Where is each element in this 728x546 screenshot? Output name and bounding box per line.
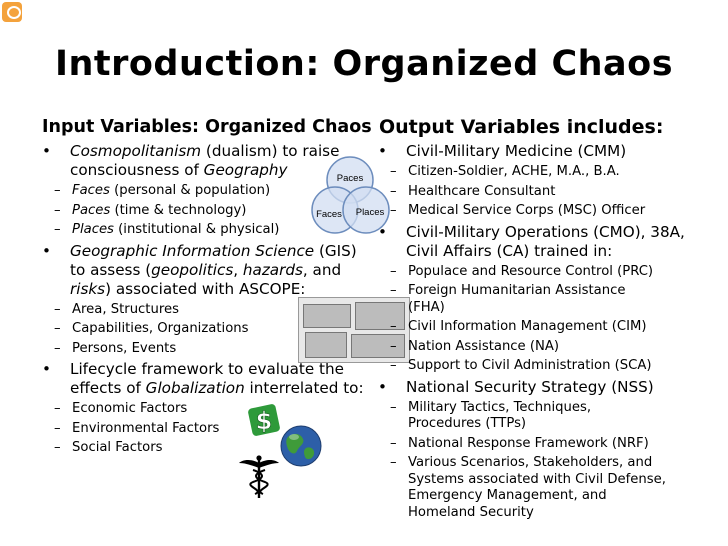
- nss-subs: Military Tactics, Techniques, Procedures…: [376, 400, 698, 522]
- bullet-gis: Geographic Information Science (GIS) to …: [40, 242, 360, 299]
- sub-item-cim: Civil Information Management (CIM): [376, 319, 698, 336]
- sub-item-na: Nation Assistance (NA): [376, 339, 698, 356]
- left-column: Cosmopolitanism (dualism) to raise consc…: [40, 142, 368, 460]
- bullet-lifecycle: Lifecycle framework to evaluate the effe…: [40, 360, 370, 398]
- cosmopolitanism-subs: Faces (personal & population) Paces (tim…: [40, 183, 368, 239]
- cmo-subs: Populace and Resource Control (PRC) Fore…: [376, 264, 698, 375]
- sub-item-capabilities: Capabilities, Organizations: [40, 321, 368, 338]
- sub-item-citizen-soldier: Citizen-Soldier, ACHE, M.A., B.A.: [376, 164, 698, 181]
- sub-item-faces: Faces (personal & population): [40, 183, 368, 200]
- slide-title: Introduction: Organized Chaos: [54, 44, 674, 84]
- cmm-subs: Citizen-Soldier, ACHE, M.A., B.A. Health…: [376, 164, 698, 220]
- lifecycle-subs: Economic Factors Environmental Factors S…: [40, 401, 368, 457]
- sub-item-area: Area, Structures: [40, 302, 368, 319]
- left-heading: Input Variables: Organized Chaos: [42, 117, 372, 137]
- sub-item-msc-officer: Medical Service Corps (MSC) Officer: [376, 203, 698, 220]
- venn-label-paces: Paces: [337, 173, 364, 184]
- sub-item-scenarios: Various Scenarios, Stakeholders, and Sys…: [376, 455, 678, 521]
- sub-item-ttps: Military Tactics, Techniques, Procedures…: [376, 400, 638, 433]
- globe-icon: [280, 425, 322, 467]
- dollar-icon: $: [248, 404, 280, 436]
- right-column: Civil-Military Medicine (CMM) Citizen-So…: [376, 142, 698, 524]
- app-logo: [2, 2, 22, 22]
- venn-diagram: Paces Faces Places: [311, 156, 390, 234]
- bullet-cosmopolitanism: Cosmopolitanism (dualism) to raise consc…: [40, 142, 340, 180]
- gis-subs: Area, Structures Capabilities, Organizat…: [40, 302, 368, 358]
- sub-item-nrf: National Response Framework (NRF): [376, 436, 698, 453]
- sub-item-environmental: Environmental Factors: [40, 421, 368, 438]
- venn-label-places: Places: [356, 207, 385, 218]
- sub-item-economic: Economic Factors: [40, 401, 368, 418]
- bullet-nss: National Security Strategy (NSS): [376, 378, 698, 397]
- svg-text:$: $: [256, 407, 273, 435]
- bullet-cmm: Civil-Military Medicine (CMM): [376, 142, 698, 161]
- sub-item-persons: Persons, Events: [40, 341, 368, 358]
- sub-item-places: Places (institutional & physical): [40, 222, 368, 239]
- right-heading: Output Variables includes:: [379, 116, 664, 138]
- bullet-cmo: Civil-Military Operations (CMO), 38A, Ci…: [376, 223, 698, 261]
- caduceus-icon: [239, 455, 279, 498]
- sub-item-paces: Paces (time & technology): [40, 203, 368, 220]
- sub-item-prc: Populace and Resource Control (PRC): [376, 264, 698, 281]
- venn-label-faces: Faces: [316, 209, 342, 220]
- sub-item-fha: Foreign Humanitarian Assistance (FHA): [376, 283, 648, 316]
- sub-item-healthcare-consultant: Healthcare Consultant: [376, 184, 698, 201]
- sub-item-sca: Support to Civil Administration (SCA): [376, 358, 698, 375]
- sub-item-social: Social Factors: [40, 440, 368, 457]
